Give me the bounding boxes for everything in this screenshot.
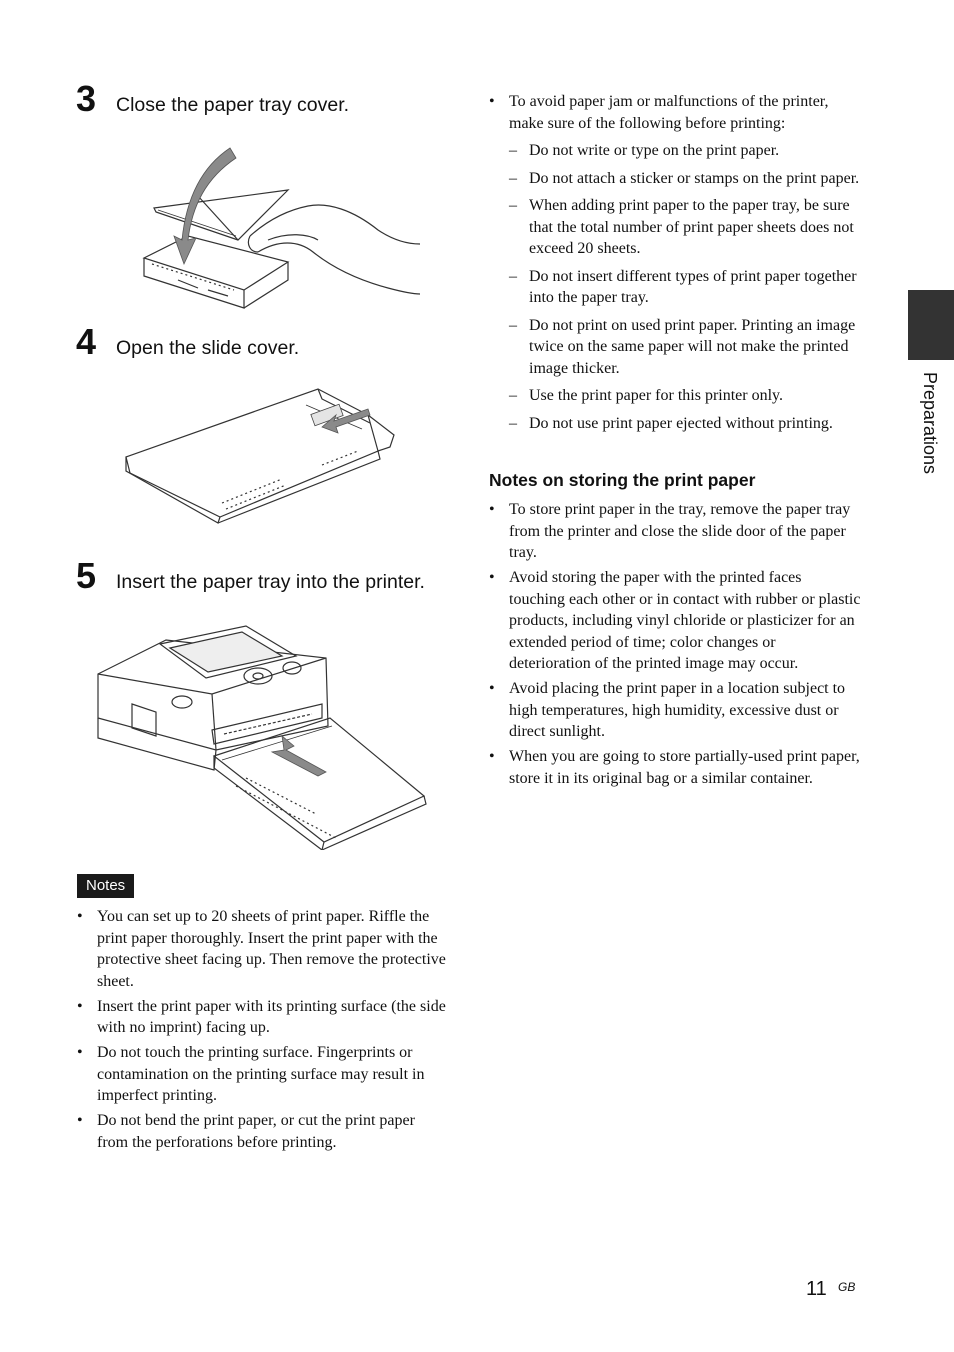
storing-item: Avoid placing the print paper in a locat… <box>489 678 861 743</box>
notes-label: Notes <box>77 874 135 898</box>
note-item: You can set up to 20 sheets of print pap… <box>77 906 447 992</box>
precaution-intro-text: To avoid paper jam or malfunctions of th… <box>509 93 829 132</box>
sub-item: Do not write or type on the print paper. <box>509 140 861 162</box>
notes-list: You can set up to 20 sheets of print pap… <box>77 906 447 1157</box>
step-number: 3 <box>76 78 96 119</box>
insert-tray-illustration <box>97 625 427 850</box>
storing-item: To store print paper in the tray, remove… <box>489 499 861 564</box>
open-slide-cover-illustration <box>125 388 395 524</box>
section-tab-text: Preparations <box>920 372 940 475</box>
storing-list: To store print paper in the tray, remove… <box>489 499 861 793</box>
step-4: 4 Open the slide cover. <box>76 321 299 363</box>
step-number: 4 <box>76 321 96 362</box>
close-tray-cover-illustration <box>142 147 421 309</box>
precaution-intro: To avoid paper jam or malfunctions of th… <box>489 91 861 434</box>
step-instruction: Open the slide cover. <box>116 337 300 359</box>
section-tab-marker <box>908 290 954 360</box>
step-number: 5 <box>76 555 96 596</box>
precaution-sub-list: Do not write or type on the print paper.… <box>509 140 861 434</box>
page-region-code: GB <box>838 1280 856 1294</box>
step-instruction: Close the paper tray cover. <box>116 94 350 116</box>
step-3: 3 Close the paper tray cover. <box>76 78 349 120</box>
precautions-list: To avoid paper jam or malfunctions of th… <box>489 91 861 440</box>
sub-item: Do not use print paper ejected without p… <box>509 413 861 435</box>
storing-item: When you are going to store partially-us… <box>489 746 861 789</box>
storing-heading: Notes on storing the print paper <box>489 470 756 490</box>
sub-item: Do not insert different types of print p… <box>509 266 861 309</box>
note-item: Do not touch the printing surface. Finge… <box>77 1042 447 1107</box>
sub-item: When adding print paper to the paper tra… <box>509 195 861 260</box>
sub-item: Do not print on used print paper. Printi… <box>509 315 861 380</box>
sub-item: Do not attach a sticker or stamps on the… <box>509 168 861 190</box>
step-5: 5 Insert the paper tray into the printer… <box>76 555 425 597</box>
storing-item: Avoid storing the paper with the printed… <box>489 567 861 675</box>
note-item: Do not bend the print paper, or cut the … <box>77 1110 447 1153</box>
step-instruction: Insert the paper tray into the printer. <box>116 571 425 593</box>
page-number: 11 <box>806 1278 827 1300</box>
section-tab-label: Preparations <box>920 372 944 492</box>
note-item: Insert the print paper with its printing… <box>77 996 447 1039</box>
sub-item: Use the print paper for this printer onl… <box>509 385 861 407</box>
